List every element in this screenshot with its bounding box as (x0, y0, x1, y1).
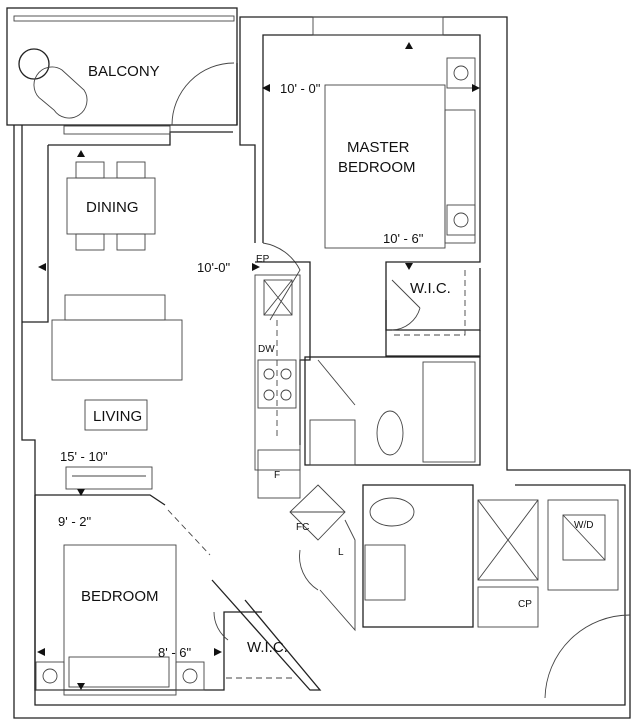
closets-fc-l: FC L (289, 484, 356, 632)
bedroom-wic-label: W.I.C. (247, 639, 288, 656)
fc-label: FC (296, 522, 309, 533)
fridge (257, 449, 301, 499)
closet-cp (477, 586, 539, 628)
cp-label: CP (518, 599, 532, 610)
master-door[interactable] (262, 242, 301, 321)
fridge-label: F (274, 470, 280, 481)
living-area: LIVING 10'-0" 15' - 10" (38, 260, 260, 490)
bathtub (422, 361, 476, 463)
exterior-walls (13, 16, 631, 719)
nightstand (446, 57, 476, 89)
toilet (376, 410, 404, 456)
vanity (309, 419, 356, 466)
balcony-chair (33, 66, 88, 119)
kitchen: EP DW F (254, 254, 311, 499)
master-width-dim: 10' - 0" (280, 81, 321, 96)
main-bathroom (304, 356, 481, 466)
washer-dryer (562, 514, 606, 561)
dining-area: DINING (66, 150, 156, 251)
living-length-dim: 15' - 10" (60, 449, 108, 464)
bedroom-wic: W.I.C. (213, 611, 295, 679)
master-label-2: BEDROOM (338, 159, 416, 176)
dw-label: DW (258, 344, 275, 355)
sofa (51, 319, 183, 381)
sink (263, 279, 293, 316)
l-label: L (338, 547, 344, 558)
bedroom-label: BEDROOM (81, 588, 159, 605)
master-bedroom: MASTER BEDROOM 10' - 0" 10' - 6" (262, 16, 481, 321)
master-label-1: MASTER (347, 139, 410, 156)
laundry (547, 499, 619, 591)
living-width-dim: 10'-0" (197, 260, 231, 275)
shower (477, 499, 539, 581)
dining-table (66, 177, 156, 235)
master-length-dim: 10' - 6" (383, 231, 424, 246)
nightstand (175, 661, 205, 691)
balcony-table (18, 48, 50, 80)
bedroom: BEDROOM 9' - 2" 8' - 6" (34, 489, 322, 696)
ensuite-bathroom: CP W/D (362, 484, 631, 699)
entry-door[interactable] (544, 614, 631, 699)
master-wic-label: W.I.C. (410, 280, 451, 297)
ep-label: EP (256, 254, 270, 265)
bath-door[interactable] (317, 359, 356, 406)
wd-label: W/D (574, 520, 593, 531)
nightstand (35, 661, 65, 691)
tv-console (65, 466, 153, 490)
sofa-back (64, 294, 166, 321)
bed (63, 544, 177, 696)
nightstand (446, 204, 476, 236)
balcony: BALCONY (6, 7, 238, 135)
linen-door[interactable] (299, 549, 319, 591)
living-label: LIVING (93, 408, 142, 425)
master-wic: W.I.C. (385, 268, 481, 357)
wic-door[interactable] (391, 279, 421, 331)
dining-label: DINING (86, 199, 139, 216)
wic-door[interactable] (213, 611, 229, 641)
bedroom-width-dim: 8' - 6" (158, 645, 191, 660)
balcony-label: BALCONY (88, 63, 160, 80)
toilet (369, 497, 415, 527)
vanity (364, 544, 406, 601)
balcony-door-swing[interactable] (171, 62, 235, 126)
bedroom-length-dim: 9' - 2" (58, 514, 91, 529)
